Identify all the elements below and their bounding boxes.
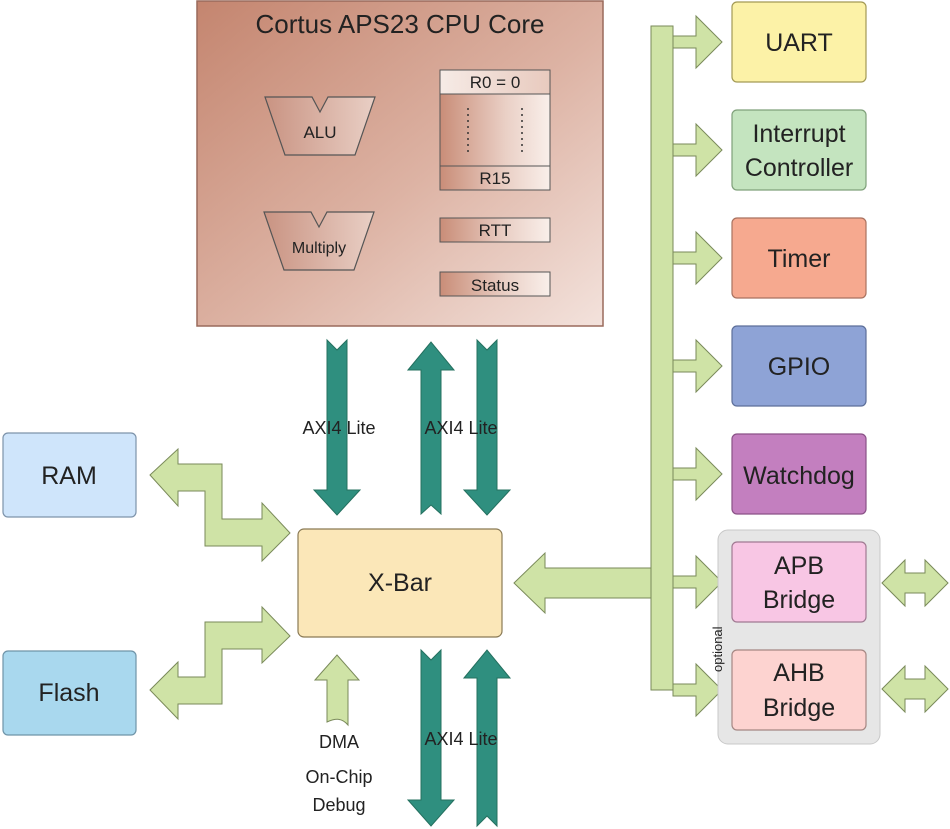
axi-cpu-bus <box>312 338 512 516</box>
xbar-box <box>297 528 503 638</box>
register-status-label: Status <box>471 276 519 295</box>
xbar-label: X-Bar <box>368 569 432 597</box>
alu-unit <box>264 96 376 156</box>
watchdog-label: Watchdog <box>743 462 855 490</box>
uart-branch <box>672 14 723 70</box>
ahb-bridge-label-1: AHB <box>773 659 824 687</box>
register-rtt-label: RTT <box>479 221 512 240</box>
interrupt-controller-label-1: Interrupt <box>752 120 845 148</box>
axi-down-arrow-2 <box>462 338 512 516</box>
axi-bottom-up-arrow <box>462 649 512 828</box>
register-r15 <box>439 165 551 191</box>
watchdog-branch <box>672 446 723 502</box>
uart-label: UART <box>765 29 833 57</box>
flash-label: Flash <box>38 679 99 707</box>
debug-label-line2: Debug <box>312 795 365 815</box>
ram-xbar-arrow <box>149 447 291 563</box>
gpio-box <box>731 325 867 407</box>
alu-label: ALU <box>303 123 336 142</box>
ram-box <box>2 432 137 518</box>
gpio-label: GPIO <box>768 353 831 381</box>
timer-box <box>731 217 867 299</box>
register-rtt <box>439 217 551 243</box>
ahb-bridge-box <box>731 649 867 731</box>
debug-label-line1: On-Chip <box>305 767 372 787</box>
axi-bottom-bus <box>406 648 512 828</box>
multiply-unit <box>263 211 375 271</box>
optional-label: optional <box>710 626 725 672</box>
flash-box <box>2 650 137 736</box>
apb-bridge-box <box>731 541 867 623</box>
register-r0-label: R0 = 0 <box>470 73 521 92</box>
axi-right-label: AXI4 Lite <box>424 418 497 438</box>
cpu-core: Cortus APS23 CPU Core ALU Multiply R0 = … <box>196 0 604 327</box>
apb-bridge-label-2: Bridge <box>763 586 835 614</box>
flash-xbar-arrow <box>149 605 291 721</box>
dma-arrow <box>313 654 361 727</box>
ahb-branch <box>672 662 723 718</box>
register-r15-label: R15 <box>479 169 510 188</box>
ahb-bridge-label-2: Bridge <box>763 694 835 722</box>
axi-left-label: AXI4 Lite <box>302 418 375 438</box>
timer-branch <box>672 230 723 286</box>
apb-branch <box>672 554 723 610</box>
timer-label: Timer <box>768 245 831 273</box>
ahb-external-arrow <box>881 664 949 714</box>
register-status <box>439 271 551 297</box>
axi-up-arrow <box>406 341 456 516</box>
intc-branch <box>672 122 723 178</box>
apb-bridge-label-1: APB <box>774 552 824 580</box>
multiply-label: Multiply <box>292 240 346 257</box>
interrupt-controller-box <box>731 109 867 191</box>
dma-label: DMA <box>319 732 359 752</box>
gpio-branch <box>672 338 723 394</box>
cpu-core-title: Cortus APS23 CPU Core <box>255 9 544 39</box>
watchdog-box <box>731 433 867 515</box>
peripheral-bus <box>513 14 723 718</box>
axi-bottom-down-arrow <box>406 648 456 827</box>
register-range <box>439 93 551 167</box>
uart-box <box>731 1 867 83</box>
ram-label: RAM <box>41 462 97 490</box>
xbar-peripheral-arrow <box>513 551 652 615</box>
apb-external-arrow <box>881 558 949 608</box>
axi-bottom-label: AXI4 Lite <box>424 729 497 749</box>
bus-trunk <box>650 25 674 691</box>
interrupt-controller-label-2: Controller <box>745 154 853 182</box>
axi-down-arrow <box>312 338 362 516</box>
